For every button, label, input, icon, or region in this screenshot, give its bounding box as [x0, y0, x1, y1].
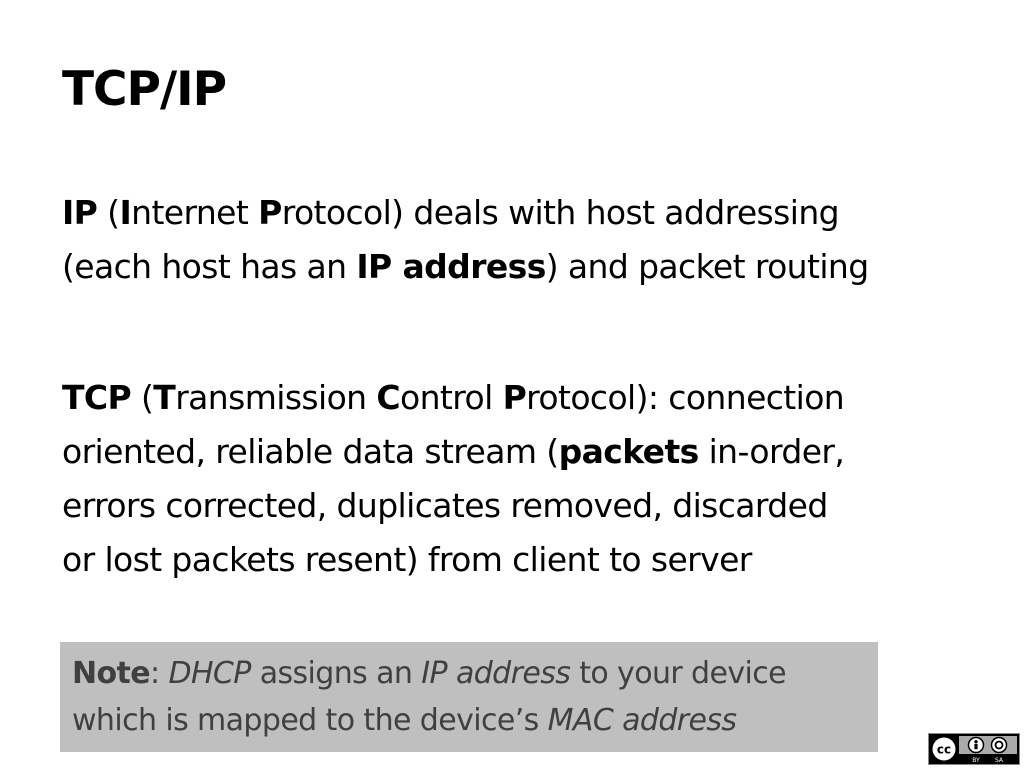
bold-text-run: packets [558, 432, 700, 471]
ip-paragraph-line: (each host has an IP address) and packet… [62, 240, 869, 294]
text-run: ) and packet routing [545, 247, 869, 286]
tcp-paragraph: TCP (Transmission Control Protocol): con… [62, 371, 845, 587]
text-run: to your device [570, 656, 786, 691]
cc-by-sa-license-icon[interactable]: cc BY SA [928, 733, 1020, 765]
bold-text-run: I [119, 193, 132, 232]
bold-text-run: Note [72, 656, 151, 691]
text-run: oriented, reliable data stream ( [62, 432, 559, 471]
text-run: ( [131, 378, 154, 417]
text-run: errors corrected, duplicates removed, di… [62, 486, 828, 525]
cc-logo-text: cc [937, 743, 951, 757]
text-run: (each host has an [62, 247, 357, 286]
text-run: in-order, [698, 432, 845, 471]
sa-label: SA [995, 757, 1004, 764]
text-run: : [150, 656, 169, 691]
tcp-paragraph-line: errors corrected, duplicates removed, di… [62, 479, 844, 533]
text-run: ( [97, 193, 120, 232]
bold-text-run: IP [62, 193, 98, 232]
italic-text-run: DHCP [168, 656, 251, 691]
text-run: rotocol): connection [526, 378, 845, 417]
bold-text-run: P [258, 193, 282, 232]
bold-text-run: T [153, 378, 176, 417]
slide-title: TCP/IP [62, 62, 227, 117]
italic-text-run: MAC address [547, 703, 737, 738]
ip-paragraph-line: IP (Internet Protocol) deals with host a… [62, 186, 869, 240]
tcp-paragraph-line: oriented, reliable data stream (packets … [62, 425, 845, 479]
bold-text-run: IP address [356, 247, 546, 286]
text-run: ransmission [175, 378, 377, 417]
license-badge-graphic: cc BY SA [929, 734, 1019, 764]
note-box: Note: DHCP assigns an IP address to your… [60, 642, 878, 752]
text-run: nternet [131, 193, 259, 232]
share-alike-icon [990, 736, 1008, 754]
tcp-paragraph-line: or lost packets resent) from client to s… [62, 533, 844, 587]
text-run: rotocol) deals with host addressing [281, 193, 840, 232]
bold-text-run: TCP [62, 378, 132, 417]
note-line: which is mapped to the device’s MAC addr… [72, 697, 866, 744]
by-label: BY [972, 757, 980, 764]
text-run: which is mapped to the device’s [72, 703, 548, 738]
bold-text-run: P [502, 378, 527, 417]
note-line: Note: DHCP assigns an IP address to your… [72, 650, 866, 697]
bold-text-run: C [376, 378, 401, 417]
text-run: ontrol [400, 378, 503, 417]
text-run: or lost packets resent) from client to s… [62, 540, 752, 579]
text-run: assigns an [250, 656, 422, 691]
italic-text-run: IP address [421, 656, 571, 691]
tcp-paragraph-line: TCP (Transmission Control Protocol): con… [62, 371, 845, 425]
ip-paragraph: IP (Internet Protocol) deals with host a… [62, 186, 869, 294]
